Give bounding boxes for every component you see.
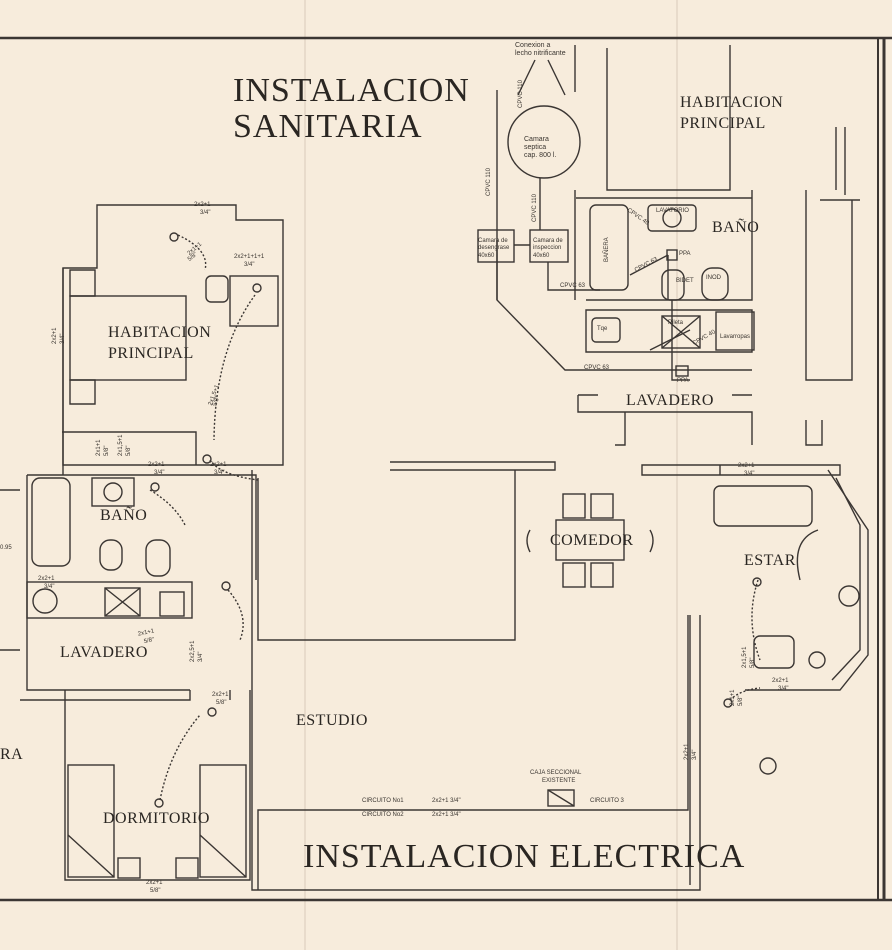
circuit-label: 2x1,5+1 [742,646,748,668]
label-camara-inspeccion-1: Camara de [533,238,563,244]
circuit-label: 3/4" [214,470,225,476]
circuito-2-label: CIRCUITO No2 [362,812,404,818]
label-banera: BAÑERA [604,237,610,262]
circuit-label: 2x2+1 [146,880,163,886]
room-label-habitacion-line2: PRINCIPAL [108,345,194,362]
circuit-label: 2x2+1 [212,692,229,698]
label-camara-septica-3: cap. 800 l. [524,152,557,159]
circuit-label: 2x2+1 [772,678,789,684]
label-cpvc-110-a: CPVC 110 [518,80,524,108]
room-label-dormitorio: DORMITORIO [103,810,210,827]
circuito-1-spec: 2x2+1 3/4" [432,798,461,804]
label-cpvc-110-b: CPVC 110 [486,168,492,196]
title-electrica: INSTALACION ELECTRICA [303,838,746,875]
circuit-label: 5/8" [738,695,744,706]
room-label-lavadero: LAVADERO [626,392,714,409]
label-camara-inspeccion-2: inspeccion [533,245,562,251]
label-cpvc-63-b: CPVC 63 [584,365,610,371]
circuit-label: 5/8" [750,657,756,668]
label-camara-septica-2: septica [524,144,547,151]
circuit-label: 2x1+1 [730,689,736,706]
circuit-label: 2x2+1 [38,576,55,582]
label-ppa-2: PPA [677,378,689,384]
circuit-label: 3/4" [44,584,55,590]
circuit-label: 3/4" [198,651,204,662]
room-label-estar: ESTAR [744,552,796,569]
label-conexion-2: lecho nitrificante [515,50,566,57]
circuito-1-label: CIRCUITO No1 [362,798,404,804]
label-lavarropas: Lavarropas [720,334,751,340]
label-cpvc-110-c: CPVC 110 [532,194,538,222]
circuit-label: 5/8" [104,445,110,456]
circuit-label: 2x2+1 [52,327,58,344]
label-inodoro: INOD [706,275,721,281]
circuito-3-label: CIRCUITO 3 [590,798,624,804]
dimension-label: 0.95 [0,545,12,551]
circuit-label: 2x2+1 [194,202,211,208]
room-label-habitacion-line1: HABITACION [680,94,784,111]
caja-seccional-label-1: CAJA SECCIONAL [530,770,582,776]
label-cpvc-63-a: CPVC 63 [560,283,586,289]
circuit-label: 2x1+1 [96,439,102,456]
circuit-label: 3/4" [244,262,255,268]
room-label-estudio: ESTUDIO [296,712,368,729]
room-label-partial: RA [0,746,24,763]
circuit-label: 3/4" [778,686,789,692]
circuit-label: 2x2,5+1 [190,640,196,662]
circuit-label: 2x2+1 [738,463,755,469]
circuit-label: 3/4" [154,470,165,476]
circuit-label: 2x2+1 [148,462,165,468]
room-label-lavadero: LAVADERO [60,644,148,661]
label-camara-desengrase-2: desengrase [478,245,510,251]
label-camara-desengrase-1: Camara de [478,238,508,244]
label-bidet: BIDET [676,278,694,284]
circuito-2-spec: 2x2+1 3/4" [432,812,461,818]
paper-fold [304,0,306,950]
circuit-label: 2x2+1 [210,462,227,468]
room-label-bano: BAÑO [712,219,760,236]
circuit-label: 3/4" [60,333,66,344]
circuit-label: 2x2+1 [684,743,690,760]
label-conexion-1: Conexion a [515,42,551,49]
label-camara-inspeccion-3: 40x60 [533,253,550,259]
label-camara-septica-1: Camara [524,136,549,143]
label-pileta: Pileta [668,320,684,326]
circuit-label: 3/4" [200,210,211,216]
circuit-label: 5/8" [216,700,227,706]
circuit-label: 3/4" [692,749,698,760]
circuit-label: 2x2+1+1+1 [234,254,265,260]
room-label-comedor: COMEDOR [550,532,634,549]
label-lavatorio: LAVATORIO [656,208,689,214]
room-label-habitacion-line2: PRINCIPAL [680,115,766,132]
label-ppa-1: PPA [679,251,691,257]
room-label-bano: BAÑO [100,507,148,524]
title-sanitaria-line2: SANITARIA [233,108,423,145]
circuit-label: 2x1,5+1 [118,434,124,456]
caja-seccional-label-2: EXISTENTE [542,778,576,784]
label-tanque: Tqe [597,326,608,332]
room-label-habitacion-line1: HABITACION [108,324,212,341]
circuit-label: 5/8" [126,445,132,456]
circuit-label: 5/8" [150,888,161,894]
circuit-label: 3/4" [744,471,755,477]
title-sanitaria-line1: INSTALACION [233,72,470,109]
label-camara-desengrase-3: 40x60 [478,253,495,259]
